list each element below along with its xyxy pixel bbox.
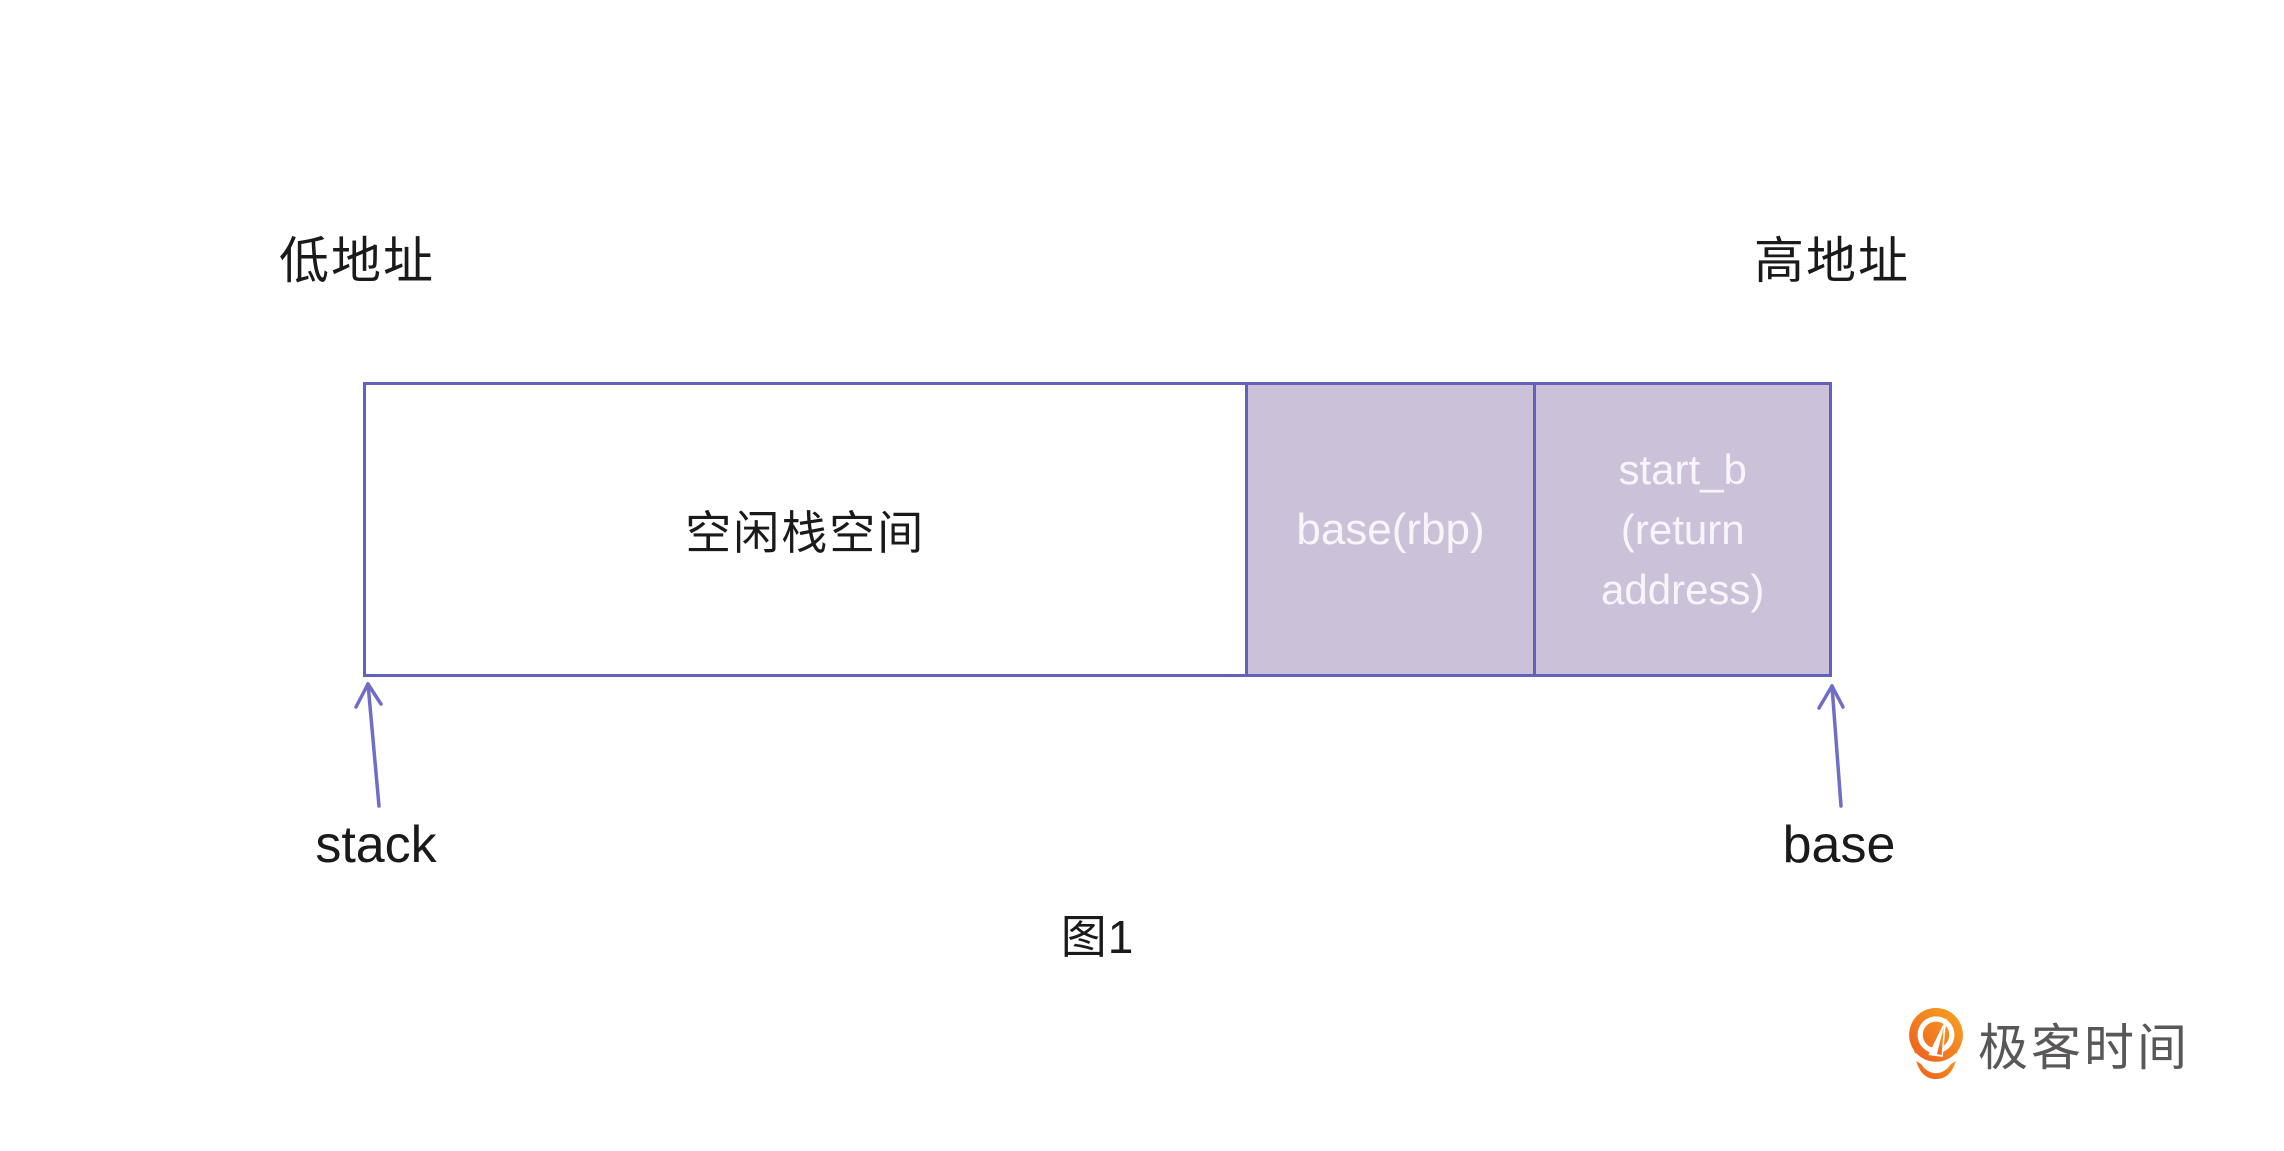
segment-start-b-return-address: start_b (return address) [1533, 385, 1829, 674]
stack-memory-bar: 空闲栈空间 base(rbp) start_b (return address) [363, 382, 1832, 677]
stack-pointer-label: stack [315, 816, 437, 874]
base-arrow-icon [1817, 684, 1845, 808]
segment-start-b-return-address-label: start_b (return address) [1601, 445, 1765, 613]
segment-free-stack-space: 空闲栈空间 [366, 385, 1245, 674]
figure-caption: 图1 [1060, 911, 1135, 963]
base-pointer-label: base [1782, 816, 1896, 874]
high-address-label: 高地址 [1754, 233, 1910, 289]
segment-base-rbp-label: base(rbp) [1296, 504, 1485, 554]
geektime-logo-text: 极客时间 [1978, 1019, 2190, 1076]
segment-free-stack-space-label: 空闲栈空间 [685, 506, 926, 559]
geektime-logo-icon [1907, 1007, 1965, 1080]
stack-arrow-icon [354, 682, 383, 808]
geektime-logo: 极客时间 [1907, 1007, 2190, 1080]
low-address-label: 低地址 [279, 233, 435, 289]
segment-base-rbp: base(rbp) [1244, 385, 1534, 674]
